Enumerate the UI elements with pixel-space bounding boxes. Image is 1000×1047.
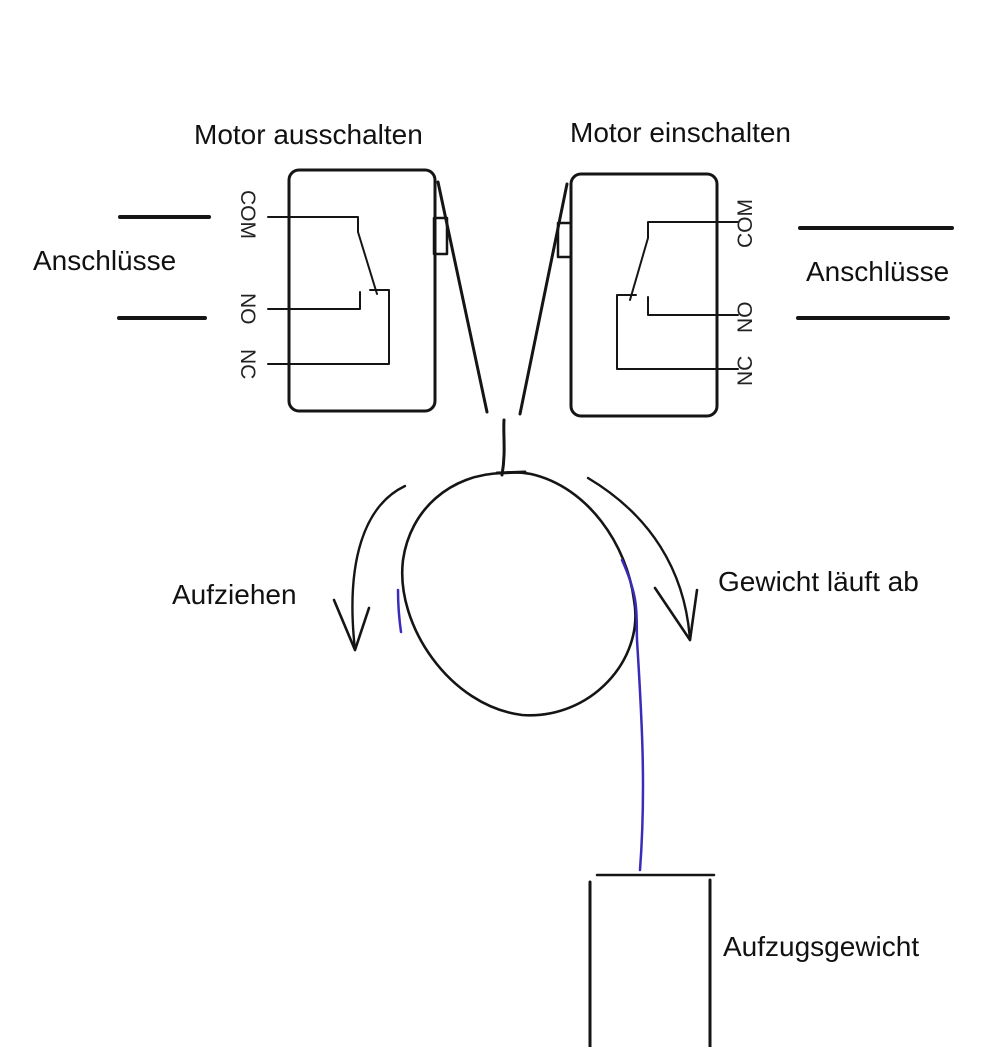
left-switch-com-contact [267,216,378,295]
left-pin-nc: NC [236,349,259,379]
right-switch-body [569,172,719,418]
left-switch-plunger [432,216,449,256]
rope [620,558,645,872]
right-switch-com-contact [629,221,739,301]
elevator-weight: Aufzugsgewicht [588,873,919,1047]
left-terminals-label: Anschlüsse [33,245,176,276]
right-terminals-label: Anschlüsse [806,256,949,287]
right-pin-nc: NC [734,356,757,386]
drum-circle [400,471,637,717]
wind-up-arrowhead [332,598,371,652]
wind-up-label: Aufziehen [172,579,297,610]
right-switch-nc-contact [616,294,739,370]
unwind-arrow [586,476,692,642]
right-pin-no: NO [734,302,757,334]
drum-cam-pin [495,418,527,477]
left-switch: Motor ausschalten COM NO NC Anschlüsse [33,119,489,414]
right-switch-title: Motor einschalten [570,117,791,148]
left-pin-com: COM [236,190,259,239]
weight-label: Aufzugsgewicht [723,931,919,962]
wind-up-arrow [351,484,407,652]
left-switch-no-contact [267,291,361,310]
right-switch: Motor einschalten COM NO NC Anschlüsse [518,117,954,418]
right-switch-plunger [556,221,573,259]
right-pin-com: COM [734,199,757,248]
unwind-label: Gewicht läuft ab [718,566,919,597]
left-pin-no: NO [236,293,259,325]
right-switch-lever [518,182,569,416]
left-switch-nc-contact [267,289,390,365]
left-switch-body [287,168,437,413]
left-switch-lever [436,180,489,414]
left-switch-title: Motor ausschalten [194,119,423,150]
right-switch-no-contact [647,296,739,316]
unwind-arrowhead [653,586,699,642]
drum: Aufziehen Gewicht läuft ab [172,418,919,717]
rope-left-segment [396,588,403,634]
